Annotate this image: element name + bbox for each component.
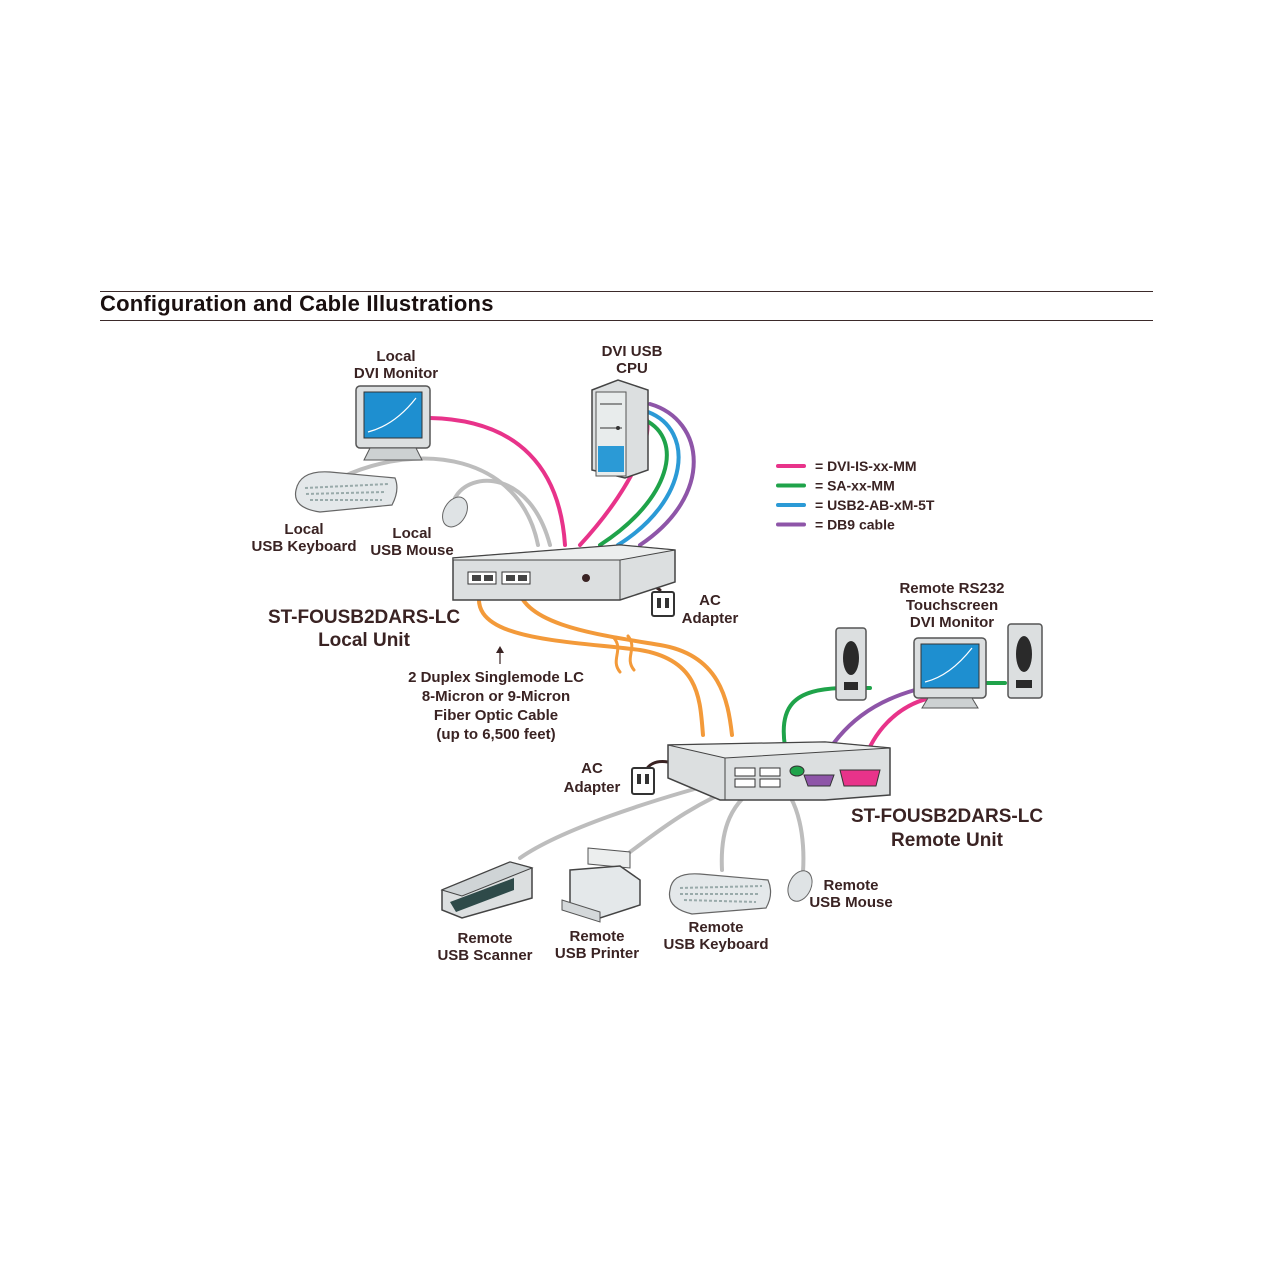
local-mouse-label: Local USB Mouse: [370, 525, 453, 559]
remote-printer-label-line: Remote: [569, 928, 624, 945]
cable-cpu-db9: [638, 402, 696, 547]
local-unit-label-line: ST-FOUSB2DARS-LC: [268, 607, 460, 628]
page-title: Configuration and Cable Illustrations: [100, 291, 494, 316]
left-speaker-icon: [835, 627, 867, 701]
cable-local-keyboard: [338, 456, 540, 547]
remote-ac-adapter-label-line: AC: [581, 760, 603, 777]
local-unit-label-line: Local Unit: [318, 630, 411, 651]
fiber-label-line: 8-Micron or 9-Micron: [422, 688, 570, 705]
remote-scanner-icon: [440, 861, 534, 919]
legend-label: = SA-xx-MM: [815, 478, 895, 494]
cable-legend: = DVI-IS-xx-MM = SA-xx-MM = USB2-AB-xM-5T =…: [776, 458, 935, 533]
local-monitor-label-line: Local: [376, 348, 415, 365]
right-speaker-icon: [1007, 623, 1043, 699]
fiber-label: 2 Duplex Singlemode LC 8-Micron or 9-Mic…: [408, 669, 584, 743]
local-keyboard-label-line: Local: [284, 521, 323, 538]
remote-mouse-label-line: Remote: [823, 877, 878, 894]
local-monitor-icon: [355, 385, 431, 461]
title-rule-top: [100, 291, 1153, 292]
remote-scanner-label: Remote USB Scanner: [437, 930, 532, 964]
cable-local-mouse: [453, 478, 552, 547]
remote-printer-label-line: USB Printer: [555, 945, 639, 962]
remote-printer-icon: [561, 847, 641, 923]
local-mouse-icon: [442, 496, 468, 528]
local-monitor-label-line: DVI Monitor: [354, 365, 438, 382]
remote-monitor-icon: [913, 637, 987, 709]
remote-monitor-label-line: Remote RS232: [899, 580, 1004, 597]
remote-mouse-label: Remote USB Mouse: [809, 877, 892, 911]
legend-label: = DVI-IS-xx-MM: [815, 458, 917, 474]
cpu-label-line: DVI USB: [602, 343, 663, 360]
local-ac-adapter-label-line: AC: [699, 592, 721, 609]
cpu-label: DVI USB CPU: [602, 343, 663, 377]
cpu-label-line: CPU: [616, 360, 648, 377]
remote-mouse-label-line: USB Mouse: [809, 894, 892, 911]
remote-mouse-icon: [787, 870, 813, 902]
local-mouse-label-line: Local: [392, 525, 431, 542]
remote-keyboard-label: Remote USB Keyboard: [663, 919, 768, 953]
fiber-label-line: Fiber Optic Cable: [434, 707, 558, 724]
fiber-label-line: 2 Duplex Singlemode LC: [408, 669, 584, 686]
fiber-break-mark: [626, 634, 636, 672]
local-unit-icon: [452, 544, 676, 601]
fiber-label-line: (up to 6,500 feet): [436, 726, 555, 743]
fiber-pointer-arrow: [496, 646, 504, 664]
remote-ac-adapter-label: AC Adapter: [564, 760, 621, 796]
title-rule-bottom: [100, 320, 1153, 321]
cables: [338, 402, 1007, 874]
remote-ac-adapter-label-line: Adapter: [564, 779, 621, 796]
legend-label: = DB9 cable: [815, 517, 895, 533]
local-mouse-label-line: USB Mouse: [370, 542, 453, 559]
legend-label: = USB2-AB-xM-5T: [815, 497, 935, 513]
remote-unit-label: ST-FOUSB2DARS-LC Remote Unit: [851, 806, 1043, 851]
local-ac-adapter-label-line: Adapter: [682, 610, 739, 627]
remote-scanner-label-line: USB Scanner: [437, 947, 532, 964]
local-keyboard-icon: [294, 471, 398, 513]
fiber-cable-2: [516, 583, 734, 737]
local-ac-adapter-icon: [651, 591, 675, 617]
remote-unit-icon: [667, 741, 891, 801]
cable-cpu-usb: [616, 410, 681, 547]
cpu-tower-icon: [591, 379, 649, 479]
local-unit-label: ST-FOUSB2DARS-LC Local Unit: [268, 607, 460, 651]
remote-unit-label-line: ST-FOUSB2DARS-LC: [851, 806, 1043, 827]
remote-keyboard-label-line: USB Keyboard: [663, 936, 768, 953]
remote-keyboard-icon: [668, 873, 772, 915]
remote-unit-label-line: Remote Unit: [891, 830, 1004, 851]
remote-keyboard-label-line: Remote: [688, 919, 743, 936]
remote-scanner-label-line: Remote: [457, 930, 512, 947]
remote-monitor-label: Remote RS232 Touchscreen DVI Monitor: [899, 580, 1004, 631]
cable-cpu-audio: [598, 418, 669, 547]
local-keyboard-label-line: USB Keyboard: [251, 538, 356, 555]
fiber-break-mark: [612, 636, 622, 674]
cable-local-monitor: [428, 416, 567, 547]
remote-monitor-label-line: Touchscreen: [906, 597, 998, 614]
local-keyboard-label: Local USB Keyboard: [251, 521, 356, 555]
local-monitor-label: Local DVI Monitor: [354, 348, 438, 382]
remote-monitor-label-line: DVI Monitor: [910, 614, 994, 631]
remote-printer-label: Remote USB Printer: [555, 928, 639, 962]
local-ac-adapter-label: AC Adapter: [682, 592, 739, 627]
fiber-cable-1: [477, 583, 705, 737]
remote-ac-adapter-icon: [631, 767, 655, 795]
